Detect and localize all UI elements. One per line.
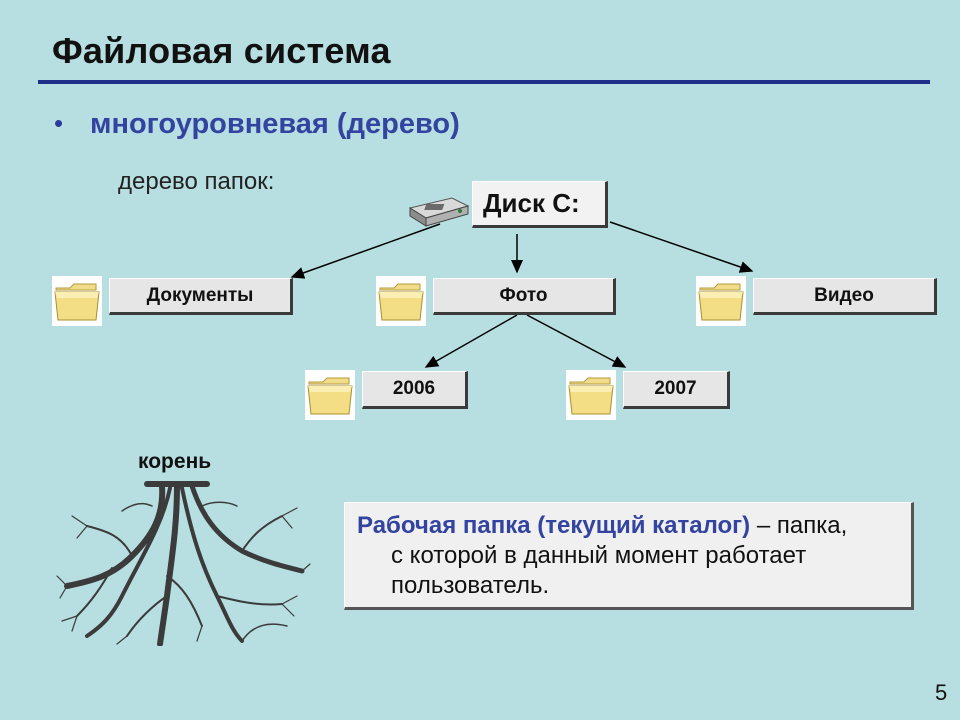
tree-caption: дерево папок:	[118, 168, 275, 195]
definition-text-line1: – папка,	[750, 512, 848, 539]
edge-photo-2006	[424, 314, 518, 368]
tree-node-2006-label: 2006	[392, 378, 436, 399]
tree-node-2007-label: 2007	[654, 378, 697, 399]
tree-node-2007[interactable]: 2007	[623, 371, 730, 409]
tree-node-documents[interactable]: Документы	[109, 278, 293, 315]
roots-caption: корень	[138, 450, 212, 473]
edge-photo-2007	[526, 314, 627, 368]
bullet-text: многоуровневая (дерево)	[90, 108, 460, 140]
edge-root-docs	[290, 223, 441, 279]
tree-node-documents-label: Документы	[146, 284, 254, 306]
title-underline	[38, 80, 930, 84]
hard-disk-icon	[406, 194, 470, 235]
tree-node-video-label: Видео	[814, 284, 874, 306]
tree-node-root-label: Диск C:	[483, 188, 580, 218]
definition-term: Рабочая папка (текущий каталог)	[357, 512, 751, 539]
bullet-marker: •	[54, 108, 64, 138]
tree-node-video[interactable]: Видео	[753, 278, 937, 315]
tree-node-root[interactable]: Диск C:	[472, 181, 608, 228]
definition-box: Рабочая папка (текущий каталог) – папка,…	[344, 502, 914, 610]
tree-node-photo[interactable]: Фото	[433, 278, 616, 315]
definition-text-line2: с которой в данный момент работает	[391, 542, 807, 569]
tree-roots-image	[52, 476, 312, 651]
folder-icon	[52, 276, 102, 326]
page-title: Файловая система	[52, 30, 391, 71]
folder-icon	[305, 370, 355, 420]
folder-icon	[696, 276, 746, 326]
edge-root-video	[609, 221, 754, 273]
folder-icon	[566, 370, 616, 420]
page-number: 5	[935, 680, 948, 705]
tree-node-2006[interactable]: 2006	[362, 371, 468, 409]
tree-node-photo-label: Фото	[499, 284, 548, 306]
definition-text-line3: пользователь.	[391, 572, 550, 599]
folder-icon	[376, 276, 426, 326]
